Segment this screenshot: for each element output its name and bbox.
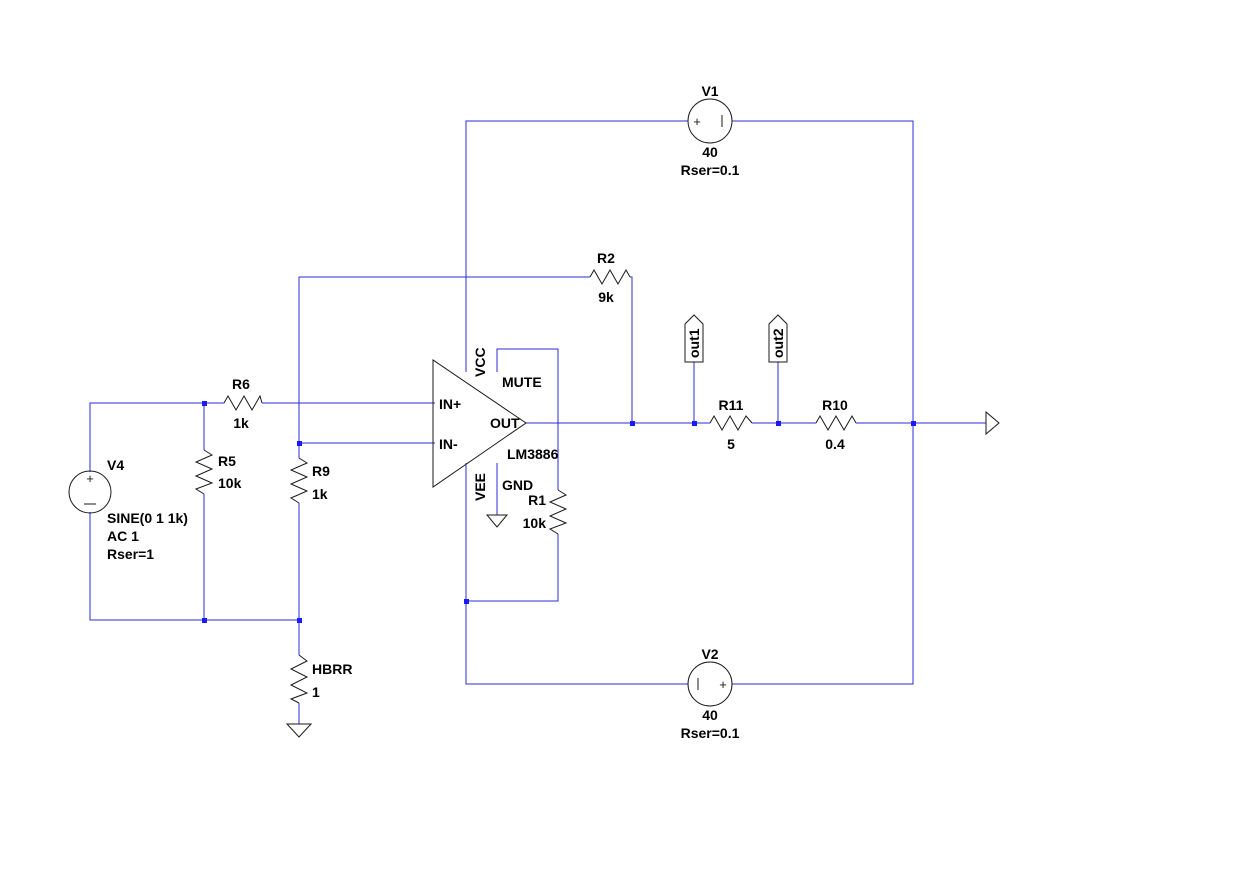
resistor-r6-value: 1k (233, 415, 249, 431)
resistor-r2-name: R2 (597, 250, 615, 266)
source-v2-param: Rser=0.1 (681, 725, 740, 741)
resistor-r1[interactable]: R1 10k (523, 489, 568, 535)
pin-in-plus: IN+ (439, 396, 461, 412)
source-v2-value: 40 (702, 707, 718, 723)
wire-r1-bottom (466, 534, 559, 602)
source-v4-name: V4 (107, 457, 124, 473)
source-v2-plus: + (719, 677, 727, 692)
junction-inminus (297, 441, 302, 446)
wire-vcc-to-v1 (465, 120, 688, 372)
net-label-out1-flag (684, 314, 704, 363)
net-label-out2[interactable]: out2 (768, 314, 788, 363)
ground-hbrr-symbol (285, 723, 313, 738)
resistor-hbrr-value: 1 (312, 684, 320, 700)
resistor-hbrr-zigzag (289, 654, 309, 704)
junctions (202, 401, 916, 623)
resistor-r11-name: R11 (719, 397, 744, 413)
resistor-hbrr[interactable]: HBRR 1 (289, 654, 352, 704)
net-label-out1[interactable]: out1 (684, 314, 704, 363)
source-v1-body (687, 98, 733, 144)
resistor-r9[interactable]: R9 1k (289, 457, 330, 504)
source-v4-line1: SINE(0 1 1k) (107, 510, 188, 526)
resistor-r9-value: 1k (312, 486, 328, 502)
resistor-r6-name: R6 (232, 376, 250, 392)
resistor-r5-name: R5 (218, 453, 236, 469)
resistor-r5-zigzag (194, 449, 214, 495)
resistor-r6-zigzag (223, 394, 263, 412)
wire-v1-to-right-rail (732, 120, 914, 685)
resistor-r10-name: R10 (822, 397, 848, 413)
junction-out1 (692, 421, 697, 426)
source-v4-line2: AC 1 (107, 528, 139, 544)
opamp-lm3886[interactable]: IN+ IN- OUT MUTE GND VCC VEE LM3886 (432, 347, 559, 501)
wire-vee-to-v2 (465, 463, 688, 685)
resistor-r10-value: 0.4 (825, 436, 845, 452)
source-v1-param: Rser=0.1 (681, 162, 740, 178)
resistor-r11-value: 5 (727, 436, 735, 452)
junction-r1-vee (464, 599, 469, 604)
resistor-r1-name: R1 (528, 492, 546, 508)
source-v1-name: V1 (701, 83, 718, 99)
wire-r2-left (298, 276, 590, 443)
resistor-r5-value: 10k (218, 475, 242, 491)
source-v2-name: V2 (701, 646, 718, 662)
net-label-out2-text: out2 (770, 328, 786, 358)
resistor-r2[interactable]: R2 9k (589, 250, 631, 305)
resistor-r11-zigzag (709, 414, 753, 432)
source-v1[interactable]: + V1 40 Rser=0.1 (681, 83, 740, 178)
junction-r6-r5 (202, 401, 207, 406)
resistor-r10-zigzag (815, 414, 857, 432)
resistor-r6[interactable]: R6 1k (223, 376, 263, 431)
pin-vee: VEE (472, 473, 488, 501)
source-v4-body (68, 470, 112, 514)
source-v4[interactable]: + V4 SINE(0 1 1k) AC 1 Rser=1 (68, 457, 188, 562)
resistor-r1-zigzag (548, 489, 568, 535)
ground-output-symbol (985, 410, 1000, 436)
resistor-r1-value: 10k (523, 515, 547, 531)
opamp-part-name: LM3886 (507, 446, 559, 462)
opamp-triangle (432, 359, 527, 488)
ground-gnd-pin-symbol (485, 514, 509, 528)
net-label-out2-flag (768, 314, 788, 363)
source-v2[interactable]: + V2 40 Rser=0.1 (681, 646, 740, 741)
source-v4-line3: Rser=1 (107, 546, 154, 562)
pin-in-minus: IN- (439, 436, 458, 452)
junction-out2 (776, 421, 781, 426)
resistor-r10[interactable]: R10 0.4 (815, 397, 857, 452)
junction-r9-bottom (297, 618, 302, 623)
net-label-out1-text: out1 (686, 328, 702, 358)
resistor-hbrr-name: HBRR (312, 661, 352, 677)
source-v1-value: 40 (702, 144, 718, 160)
resistor-r2-value: 9k (598, 289, 614, 305)
resistor-r2-zigzag (589, 268, 631, 286)
junction-r2-out (630, 421, 635, 426)
source-v1-plus: + (693, 114, 701, 129)
resistor-r11[interactable]: R11 5 (709, 397, 753, 452)
wire-mute-loop (496, 348, 559, 490)
pin-gnd: GND (502, 477, 533, 493)
pin-vcc: VCC (472, 347, 488, 377)
pin-mute: MUTE (502, 374, 542, 390)
source-v4-plus: + (86, 471, 94, 486)
junction-r5-bottom (202, 618, 207, 623)
resistor-r5[interactable]: R5 10k (194, 449, 242, 495)
resistor-r9-zigzag (289, 457, 309, 504)
wires (89, 120, 986, 724)
junction-right-rail (911, 421, 916, 426)
wire-r2-right (630, 276, 633, 423)
pin-out: OUT (490, 415, 520, 431)
resistor-r9-name: R9 (312, 463, 330, 479)
wire-v4-top (89, 402, 224, 472)
source-v2-body (687, 661, 733, 707)
wire-v4-bottom (89, 512, 299, 621)
